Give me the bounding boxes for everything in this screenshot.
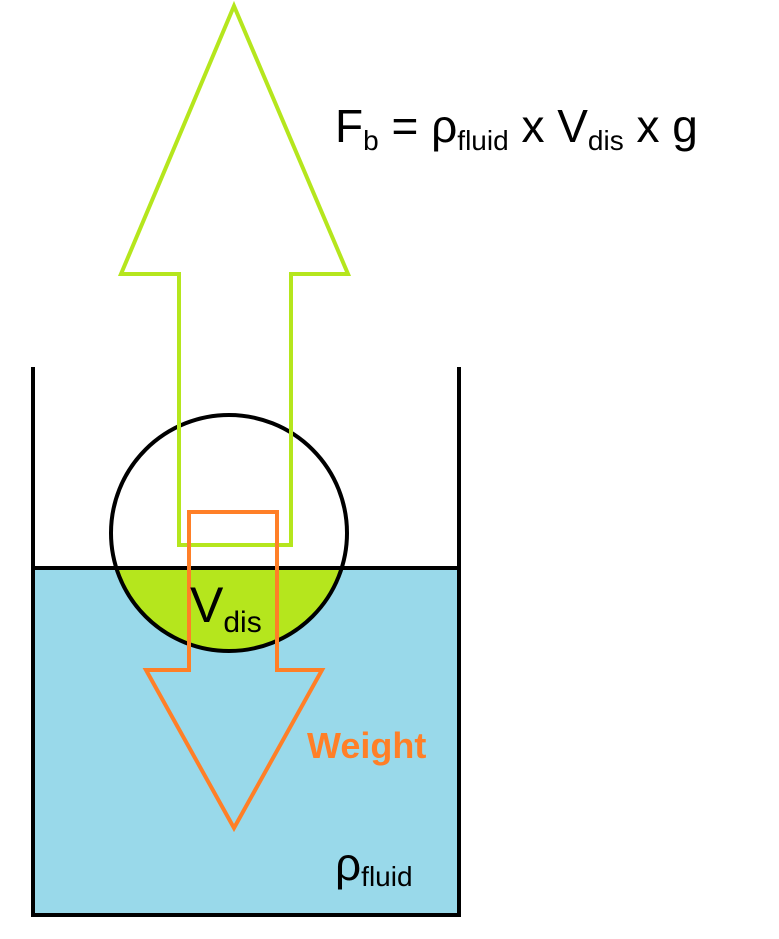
fluid-density-label: ρfluid	[335, 838, 413, 892]
floating-object	[109, 413, 349, 653]
buoyancy-formula: Fb = ρfluid x Vdis x g	[335, 100, 698, 156]
container	[31, 367, 461, 917]
displaced-volume	[116, 568, 342, 651]
displaced-volume-label: Vdis	[190, 577, 262, 639]
weight-arrow	[142, 510, 326, 833]
buoyant-force-arrow	[117, 0, 352, 547]
weight-label: Weight	[307, 725, 426, 766]
